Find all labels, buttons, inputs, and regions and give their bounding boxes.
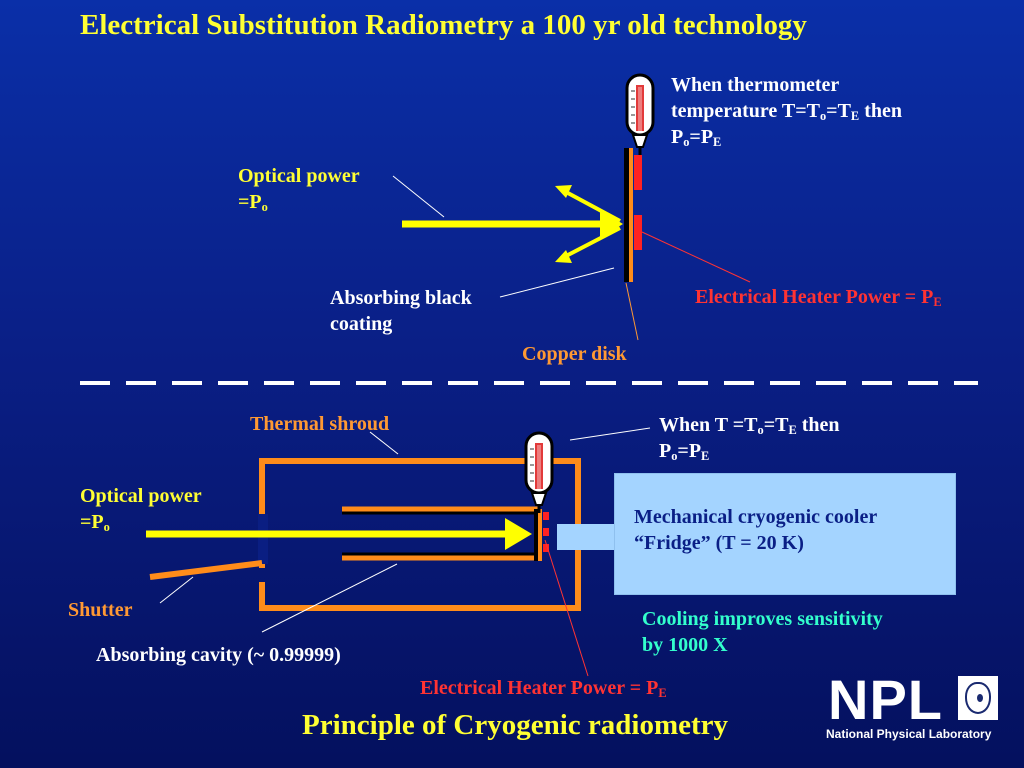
leader-thermometer-bottom (569, 427, 651, 441)
cryogenic-cooler-box (614, 473, 956, 595)
top-heater-label: Electrical Heater Power = PE (695, 286, 942, 310)
reflected-ray-upper (565, 190, 621, 223)
sensitivity-note: Cooling improves sensitivity by 1000 X (642, 608, 883, 656)
leader-copper (625, 282, 639, 341)
bottom-optical-power-label: Optical power =Po (80, 485, 202, 535)
heater-top-1 (634, 155, 642, 190)
top-absorbing-label: Absorbing black coating (330, 287, 472, 335)
heater-top-2 (634, 215, 642, 250)
bottom-thermometer-note: When T =To=TE then Po=PE (659, 414, 840, 464)
copper-disk-label: Copper disk (522, 343, 627, 365)
thermometer-icon-top (625, 73, 655, 157)
page-title: Electrical Substitution Radiometry a 100… (80, 9, 807, 41)
black-coating-top (624, 148, 629, 282)
thermal-shroud-label: Thermal shroud (250, 413, 390, 435)
copper-disk-top (629, 148, 633, 282)
thermometer-icon-bottom (524, 431, 554, 515)
page-subtitle: Principle of Cryogenic radiometry (302, 709, 729, 741)
bottom-heater-label: Electrical Heater Power = PE (420, 677, 667, 701)
beam-arrowhead-top (600, 210, 623, 238)
shutter (149, 560, 263, 580)
top-note-line1: When thermometer (671, 74, 840, 96)
cavity-back-copper (538, 509, 542, 561)
top-optical-power-label: Optical power =Po (238, 165, 360, 215)
npl-logo-letters: NPL (828, 668, 943, 731)
beam-arrowhead-bottom (505, 518, 532, 550)
top-thermometer-note: When thermometer temperature T=To=TE the… (671, 74, 902, 150)
leader-heater-bottom (544, 539, 589, 677)
npl-crest-icon (958, 676, 998, 720)
leader-absorbing-top (499, 267, 615, 298)
cavity-back-black (534, 509, 538, 561)
leader-shroud (369, 431, 399, 455)
cryogenic-cooler-label: Mechanical cryogenic cooler “Fridge” (T … (634, 506, 878, 554)
cold-link (557, 524, 615, 550)
reflected-ray-lower (565, 226, 621, 258)
absorbing-cavity-label: Absorbing cavity (~ 0.99999) (96, 644, 341, 666)
leader-optical-top (392, 175, 445, 218)
leader-cavity (261, 563, 398, 633)
npl-logo-caption: National Physical Laboratory (826, 727, 992, 741)
leader-heater-top (641, 231, 751, 283)
shutter-label: Shutter (68, 599, 133, 621)
leader-shutter (159, 576, 194, 604)
